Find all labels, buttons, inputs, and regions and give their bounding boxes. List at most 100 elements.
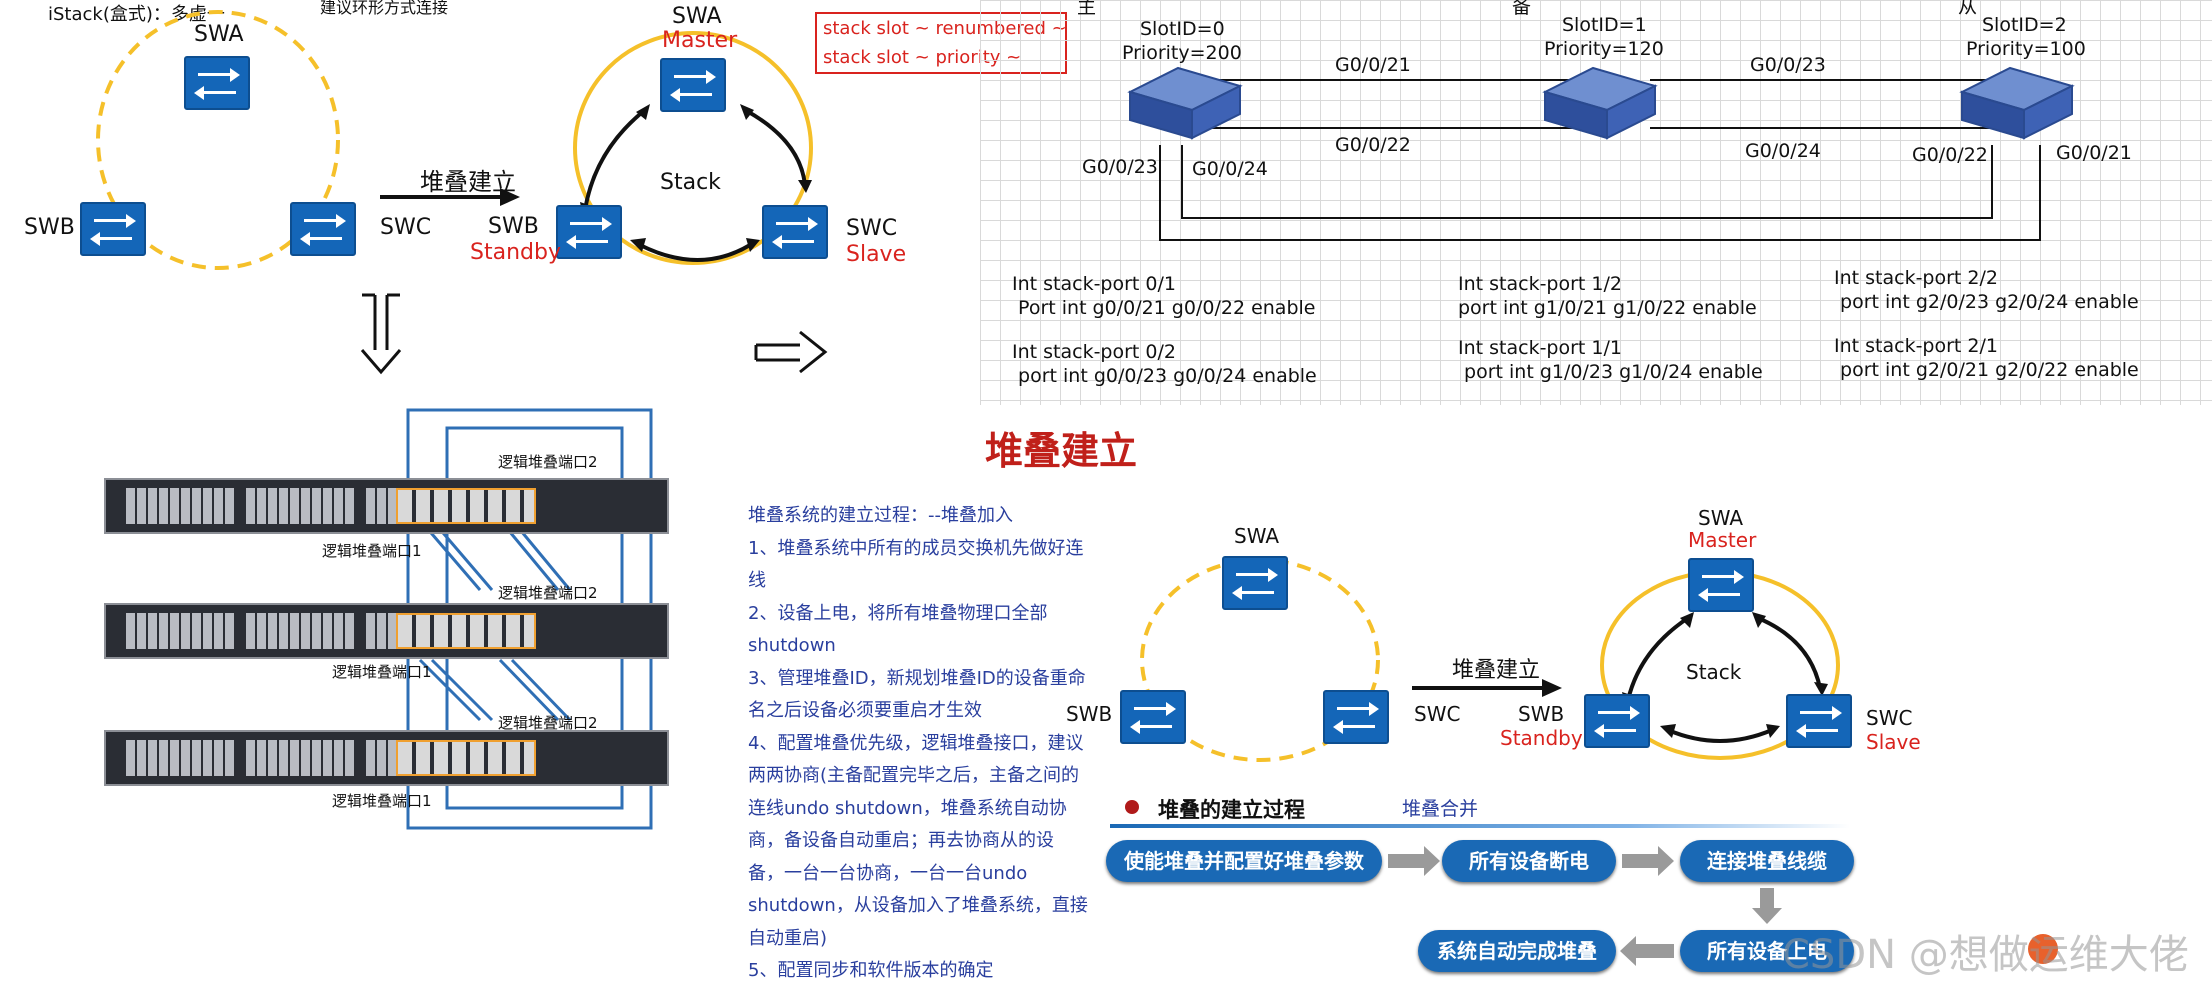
port-g0-0-24-mid: G0/0/24 <box>1745 140 1821 162</box>
stack-center-label: Stack <box>660 170 721 195</box>
switch-icon-swc <box>290 202 356 256</box>
br-label-swb: SWB <box>1066 702 1113 726</box>
label-swa: SWA <box>194 22 244 47</box>
csdn-logo-icon <box>2028 934 2058 964</box>
config-0-1-line2: Port int g0/0/21 g0/0/22 enable <box>1012 297 1316 319</box>
br-arrow-label: 堆叠建立 <box>1452 658 1541 683</box>
note-line: 自动重启) <box>748 927 828 949</box>
stack-switch-1 <box>104 478 669 534</box>
switch-icon-br-standby <box>1584 694 1650 748</box>
br-stack-standby: Standby <box>1500 726 1583 750</box>
arrow-label-stack-build: 堆叠建立 <box>420 168 516 196</box>
step-power-off: 所有设备断电 <box>1442 840 1616 882</box>
port-g0-0-22-right: G0/0/22 <box>1912 144 1988 166</box>
config-2-1-line2: port int g2/0/21 g2/0/22 enable <box>1834 359 2139 381</box>
logic-port-1-b: 逻辑堆叠端口1 <box>332 663 432 681</box>
logic-port-1-a: 逻辑堆叠端口1 <box>322 542 422 560</box>
note-line: 4、配置堆叠优先级，逻辑堆叠接口，建议 <box>748 732 1084 754</box>
switch-3d-icon-0 <box>1127 66 1243 140</box>
config-1-2-line2: port int g1/0/21 g1/0/22 enable <box>1458 297 1757 319</box>
label-swb: SWB <box>24 215 75 240</box>
note-line: shutdown <box>748 635 836 656</box>
br-stack-swc: SWC <box>1866 706 1913 730</box>
br-stack-center: Stack <box>1686 660 1742 684</box>
note-line: 5、配置同步和软件版本的确定 <box>748 960 994 981</box>
note-line: 堆叠系统的建立过程：--堆叠加入 <box>748 505 1013 526</box>
port-g0-0-24-left: G0/0/24 <box>1192 158 1268 180</box>
stack-label-swa: SWA <box>672 4 722 29</box>
label-swc: SWC <box>380 215 432 240</box>
logic-port-2-c: 逻辑堆叠端口2 <box>498 714 598 732</box>
stack-label-swb: SWB <box>488 214 539 239</box>
stack-switch-3 <box>104 730 669 786</box>
role-master: 主 <box>1077 0 1097 18</box>
port-bank <box>126 488 236 524</box>
switch-icon-br-swc <box>1323 690 1389 744</box>
port-g0-0-23-left: G0/0/23 <box>1082 156 1158 178</box>
port-g0-0-21-top: G0/0/21 <box>1335 54 1411 76</box>
br-label-swc: SWC <box>1414 702 1461 726</box>
stack-port-block <box>396 488 536 524</box>
config-2-1-line1: Int stack-port 2/1 <box>1834 335 1998 357</box>
note-line: shutdown，从设备加入了堆叠系统，直接 <box>748 895 1088 916</box>
stack-label-swc: SWC <box>846 216 898 241</box>
switch-3d-icon-1 <box>1542 66 1658 140</box>
port-bank <box>126 740 236 776</box>
stack-label-standby: Standby <box>470 240 561 265</box>
switch-icon-stack-master <box>660 58 726 112</box>
role-standby: 备 <box>1512 0 1532 18</box>
stack-switch-2 <box>104 603 669 659</box>
br-stack-slave: Slave <box>1866 730 1921 754</box>
note-line: 线 <box>748 570 766 591</box>
config-2-2: Int stack-port 2/2 port int g2/0/23 g2/0… <box>1834 266 2139 314</box>
br-label-swa: SWA <box>1234 524 1280 548</box>
config-1-1-line1: Int stack-port 1/1 <box>1458 337 1622 359</box>
config-1-1-line2: port int g1/0/23 g1/0/24 enable <box>1458 361 1763 383</box>
switch-3d-icon-2 <box>1959 66 2075 140</box>
note-line: 备，一台一台协商，一台一台undo <box>748 862 1028 884</box>
config-0-2-line1: Int stack-port 0/2 <box>1012 341 1176 363</box>
logic-port-2-b: 逻辑堆叠端口2 <box>498 584 598 602</box>
switch-icon-br-master <box>1688 558 1754 612</box>
header-title: iStack(盒式)：多虚一 <box>48 4 225 25</box>
big-title: 堆叠建立 <box>985 429 1138 473</box>
process-notes: 堆叠系统的建立过程：--堆叠加入 1、堆叠系统中所有的成员交换机先做好连 线 2… <box>748 500 1108 988</box>
config-0-1-line1: Int stack-port 0/1 <box>1012 273 1176 295</box>
switch-icon-br-swa <box>1222 556 1288 610</box>
port-bank <box>246 488 356 524</box>
br-stack-swa: SWA <box>1698 506 1744 530</box>
br-stack-swb: SWB <box>1518 702 1565 726</box>
stack-port-block <box>396 740 536 776</box>
br-stack-master: Master <box>1688 528 1757 552</box>
switch-icon-swa <box>184 56 250 110</box>
flow-divider <box>1110 824 1850 828</box>
note-line: 名之后设备必须要重启才生效 <box>748 700 982 721</box>
stack-port-block <box>396 613 536 649</box>
config-2-1: Int stack-port 2/1 port int g2/0/21 g2/0… <box>1834 334 2139 382</box>
switch-icon-br-slave <box>1786 694 1852 748</box>
step-auto-stack: 系统自动完成堆叠 <box>1418 930 1616 972</box>
config-1-1: Int stack-port 1/1 port int g1/0/23 g1/0… <box>1458 336 1763 384</box>
switch-icon-br-swb <box>1120 690 1186 744</box>
config-1-2-line1: Int stack-port 1/2 <box>1458 273 1622 295</box>
step-connect-cables: 连接堆叠线缆 <box>1680 840 1854 882</box>
sw1-priority: Priority=120 <box>1544 38 1664 60</box>
grid-background <box>980 0 2212 405</box>
logic-port-2-a: 逻辑堆叠端口2 <box>498 453 598 471</box>
config-1-2: Int stack-port 1/2 port int g1/0/21 g1/0… <box>1458 272 1757 320</box>
step-enable-stack: 使能堆叠并配置好堆叠参数 <box>1106 840 1382 882</box>
port-g0-0-22-mid: G0/0/22 <box>1335 134 1411 156</box>
config-2-2-line1: Int stack-port 2/2 <box>1834 267 1998 289</box>
watermark: CSDN @想做运维大佬 <box>1782 932 2189 978</box>
sw0-priority: Priority=200 <box>1122 42 1242 64</box>
port-bank <box>126 613 236 649</box>
flow-title: 堆叠的建立过程 <box>1158 798 1305 822</box>
port-g0-0-23-top: G0/0/23 <box>1750 54 1826 76</box>
config-2-2-line2: port int g2/0/23 g2/0/24 enable <box>1834 291 2139 313</box>
sw2-slot: SlotID=2 <box>1982 14 2067 36</box>
role-slave: 从 <box>1958 0 1978 18</box>
